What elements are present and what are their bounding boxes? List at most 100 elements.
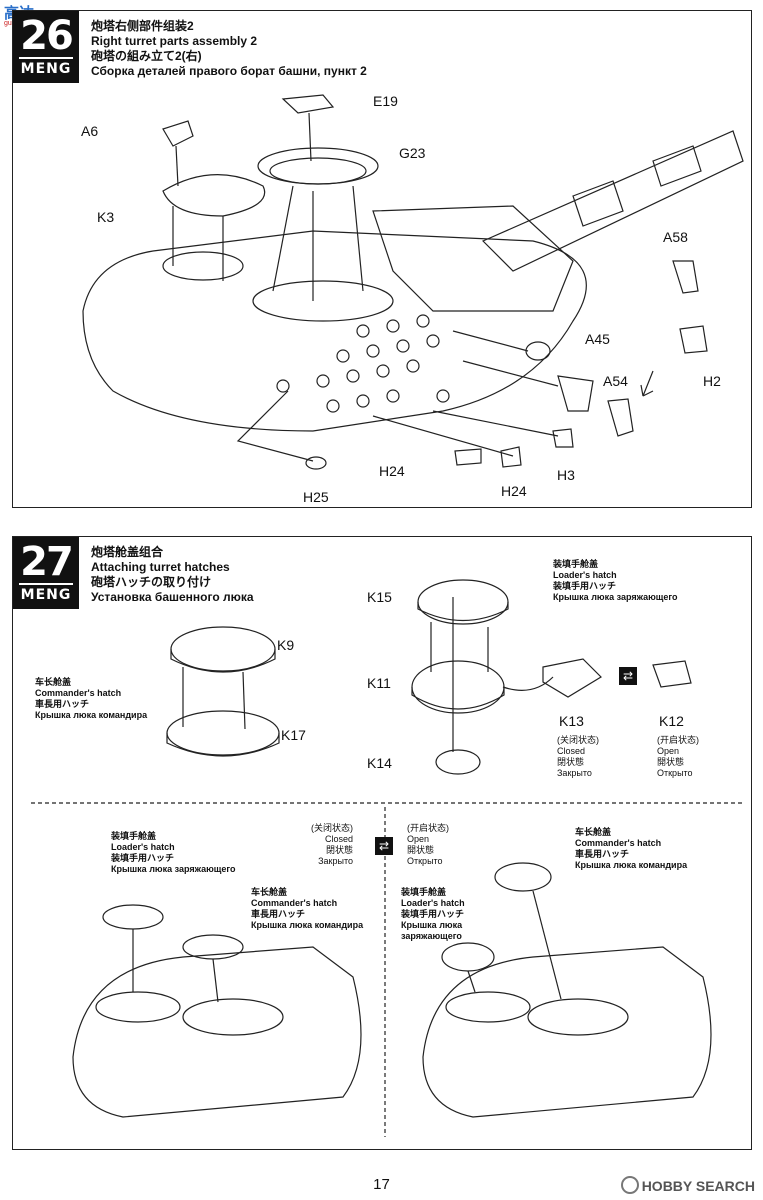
caption-en: Closed — [557, 746, 586, 756]
a45-disc — [525, 341, 551, 361]
label-k9: K9 — [277, 637, 295, 653]
h25-part — [305, 456, 327, 470]
a6-part — [162, 120, 194, 147]
step-27-titles: 炮塔舱盖组合 Attaching turret hatches 砲塔ハッチの取り… — [91, 545, 254, 605]
caption-jp: 閉状態 — [557, 757, 585, 767]
hobby-search-icon — [620, 1176, 639, 1194]
label-h2: H2 — [703, 373, 721, 389]
k11-part — [411, 660, 505, 714]
open-state-caption: (开启状态) Open 開状態 Открыто — [407, 823, 449, 867]
caption-en: Closed — [324, 834, 353, 844]
k14-part — [435, 749, 481, 775]
h24-part-a — [454, 448, 482, 466]
title-en: Right turret parts assembly 2 — [91, 34, 258, 48]
k13-part — [542, 658, 602, 698]
k3-ring — [162, 174, 266, 217]
label-h3: H3 — [557, 467, 575, 483]
caption-jp: 装填手用ハッチ — [111, 853, 175, 863]
caption-jp: 車長用ハッチ — [35, 699, 90, 709]
footer-brand-text: HOBBY SEARCH — [641, 1178, 755, 1194]
right-commander-caption: 车长舱盖 Commander's hatch 車長用ハッチ Крышка люк… — [575, 827, 687, 871]
label-h25: H25 — [303, 489, 329, 505]
caption-en: Loader's hatch — [401, 898, 465, 908]
k17-part — [166, 710, 280, 756]
k12-open-caption: (开启状态) Open 開状態 Открыто — [657, 735, 699, 779]
caption-jp: 開状態 — [407, 845, 435, 855]
state-swap-icon: ⇄ — [619, 667, 637, 685]
caption-en: Commander's hatch — [575, 838, 662, 848]
left-turret — [72, 946, 362, 1118]
title-jp: 砲塔ハッチの取り付け — [91, 575, 212, 589]
caption-cn: 装填手舱盖 — [111, 831, 157, 841]
caption-ru: Закрыто — [318, 856, 353, 866]
step-27-panel: 27 MENG 炮塔舱盖组合 Attaching turret hatches … — [12, 536, 752, 1150]
turret-right-drawing — [82, 94, 744, 470]
caption-ru: Крышка люка командира — [575, 860, 688, 870]
page-number: 17 — [373, 1176, 390, 1193]
k9-part — [170, 626, 276, 672]
caption-ru: Открыто — [657, 768, 693, 778]
caption-cn: 装填手舱盖 — [401, 887, 447, 897]
left-loader-caption: 装填手舱盖 Loader's hatch 装填手用ハッチ Крышка люка… — [111, 831, 236, 875]
hatch-assembly-drawing — [31, 579, 743, 1137]
label-g23: G23 — [399, 145, 426, 161]
label-k17: K17 — [281, 727, 306, 743]
caption-en: Commander's hatch — [35, 688, 122, 698]
step-27-badge: 27 MENG — [13, 537, 79, 609]
caption-cn: 车长舱盖 — [35, 677, 72, 687]
caption-cn: 装填手舱盖 — [553, 559, 599, 569]
label-a54: A54 — [603, 373, 628, 389]
caption-cn: 车长舱盖 — [575, 827, 612, 837]
footer-brand: HOBBY SEARCH — [620, 1176, 755, 1194]
label-k12: K12 — [659, 713, 684, 729]
label-k13: K13 — [559, 713, 584, 729]
right-loader-caption: 装填手舱盖 Loader's hatch 装填手用ハッチ Крышка люка… — [401, 887, 465, 942]
caption-jp: 車長用ハッチ — [575, 849, 630, 859]
caption-ru-2: заряжающего — [401, 931, 462, 941]
label-k3: K3 — [97, 209, 115, 225]
label-a6: A6 — [81, 123, 99, 139]
meng-logo: MENG — [20, 587, 72, 603]
caption-jp: 開状態 — [657, 757, 685, 767]
step-number: 27 — [20, 539, 74, 585]
title-ru: Установка башенного люка — [91, 590, 254, 604]
caption-ru-1: Крышка люка — [401, 920, 463, 930]
label-k14: K14 — [367, 755, 392, 771]
side-bolts — [276, 314, 450, 413]
label-k11: K11 — [367, 675, 391, 691]
k15-part — [417, 579, 509, 625]
gun-barrel — [481, 130, 744, 272]
loader-hatch-caption: 装填手舱盖 Loader's hatch 装填手用ハッチ Крышка люка… — [553, 559, 678, 603]
state-swap-icon-2: ⇄ — [375, 837, 393, 855]
caption-ru: Крышка люка командира — [35, 710, 148, 720]
step-26-titles: 炮塔右侧部件组装2 Right turret parts assembly 2 … — [91, 19, 367, 79]
caption-cn: (开启状态) — [407, 823, 449, 833]
caption-en: Commander's hatch — [251, 898, 338, 908]
badge-divider — [19, 57, 73, 59]
a58-part — [672, 260, 699, 294]
commander-hatch-caption: 车长舱盖 Commander's hatch 車長用ハッチ Крышка люк… — [35, 677, 147, 721]
h24-part-b — [500, 446, 522, 468]
a54-part — [557, 375, 594, 412]
caption-ru: Крышка люка командира — [251, 920, 364, 930]
caption-en: Loader's hatch — [553, 570, 617, 580]
title-en: Attaching turret hatches — [91, 560, 230, 574]
label-k15: K15 — [367, 589, 392, 605]
caption-en: Open — [657, 746, 680, 756]
step-26-badge: 26 MENG — [13, 11, 79, 83]
caption-ru: Открыто — [407, 856, 443, 866]
caption-jp: 装填手用ハッチ — [401, 909, 465, 919]
title-cn: 炮塔舱盖组合 — [91, 545, 164, 559]
caption-ru: Крышка люка заряжающего — [553, 592, 678, 602]
caption-jp: 装填手用ハッチ — [553, 581, 617, 591]
caption-cn: (关闭状态) — [557, 735, 599, 745]
title-jp: 砲塔の組み立て2(右) — [91, 49, 202, 63]
label-h24-a: H24 — [379, 463, 405, 479]
e19-part — [281, 94, 335, 114]
meng-logo: MENG — [20, 61, 72, 77]
k13-closed-caption: (关闭状态) Closed 閉状態 Закрыто — [557, 735, 599, 779]
right-turret — [422, 946, 712, 1118]
caption-en: Loader's hatch — [111, 842, 175, 852]
h2-part — [679, 325, 708, 354]
step-number: 26 — [20, 13, 74, 59]
